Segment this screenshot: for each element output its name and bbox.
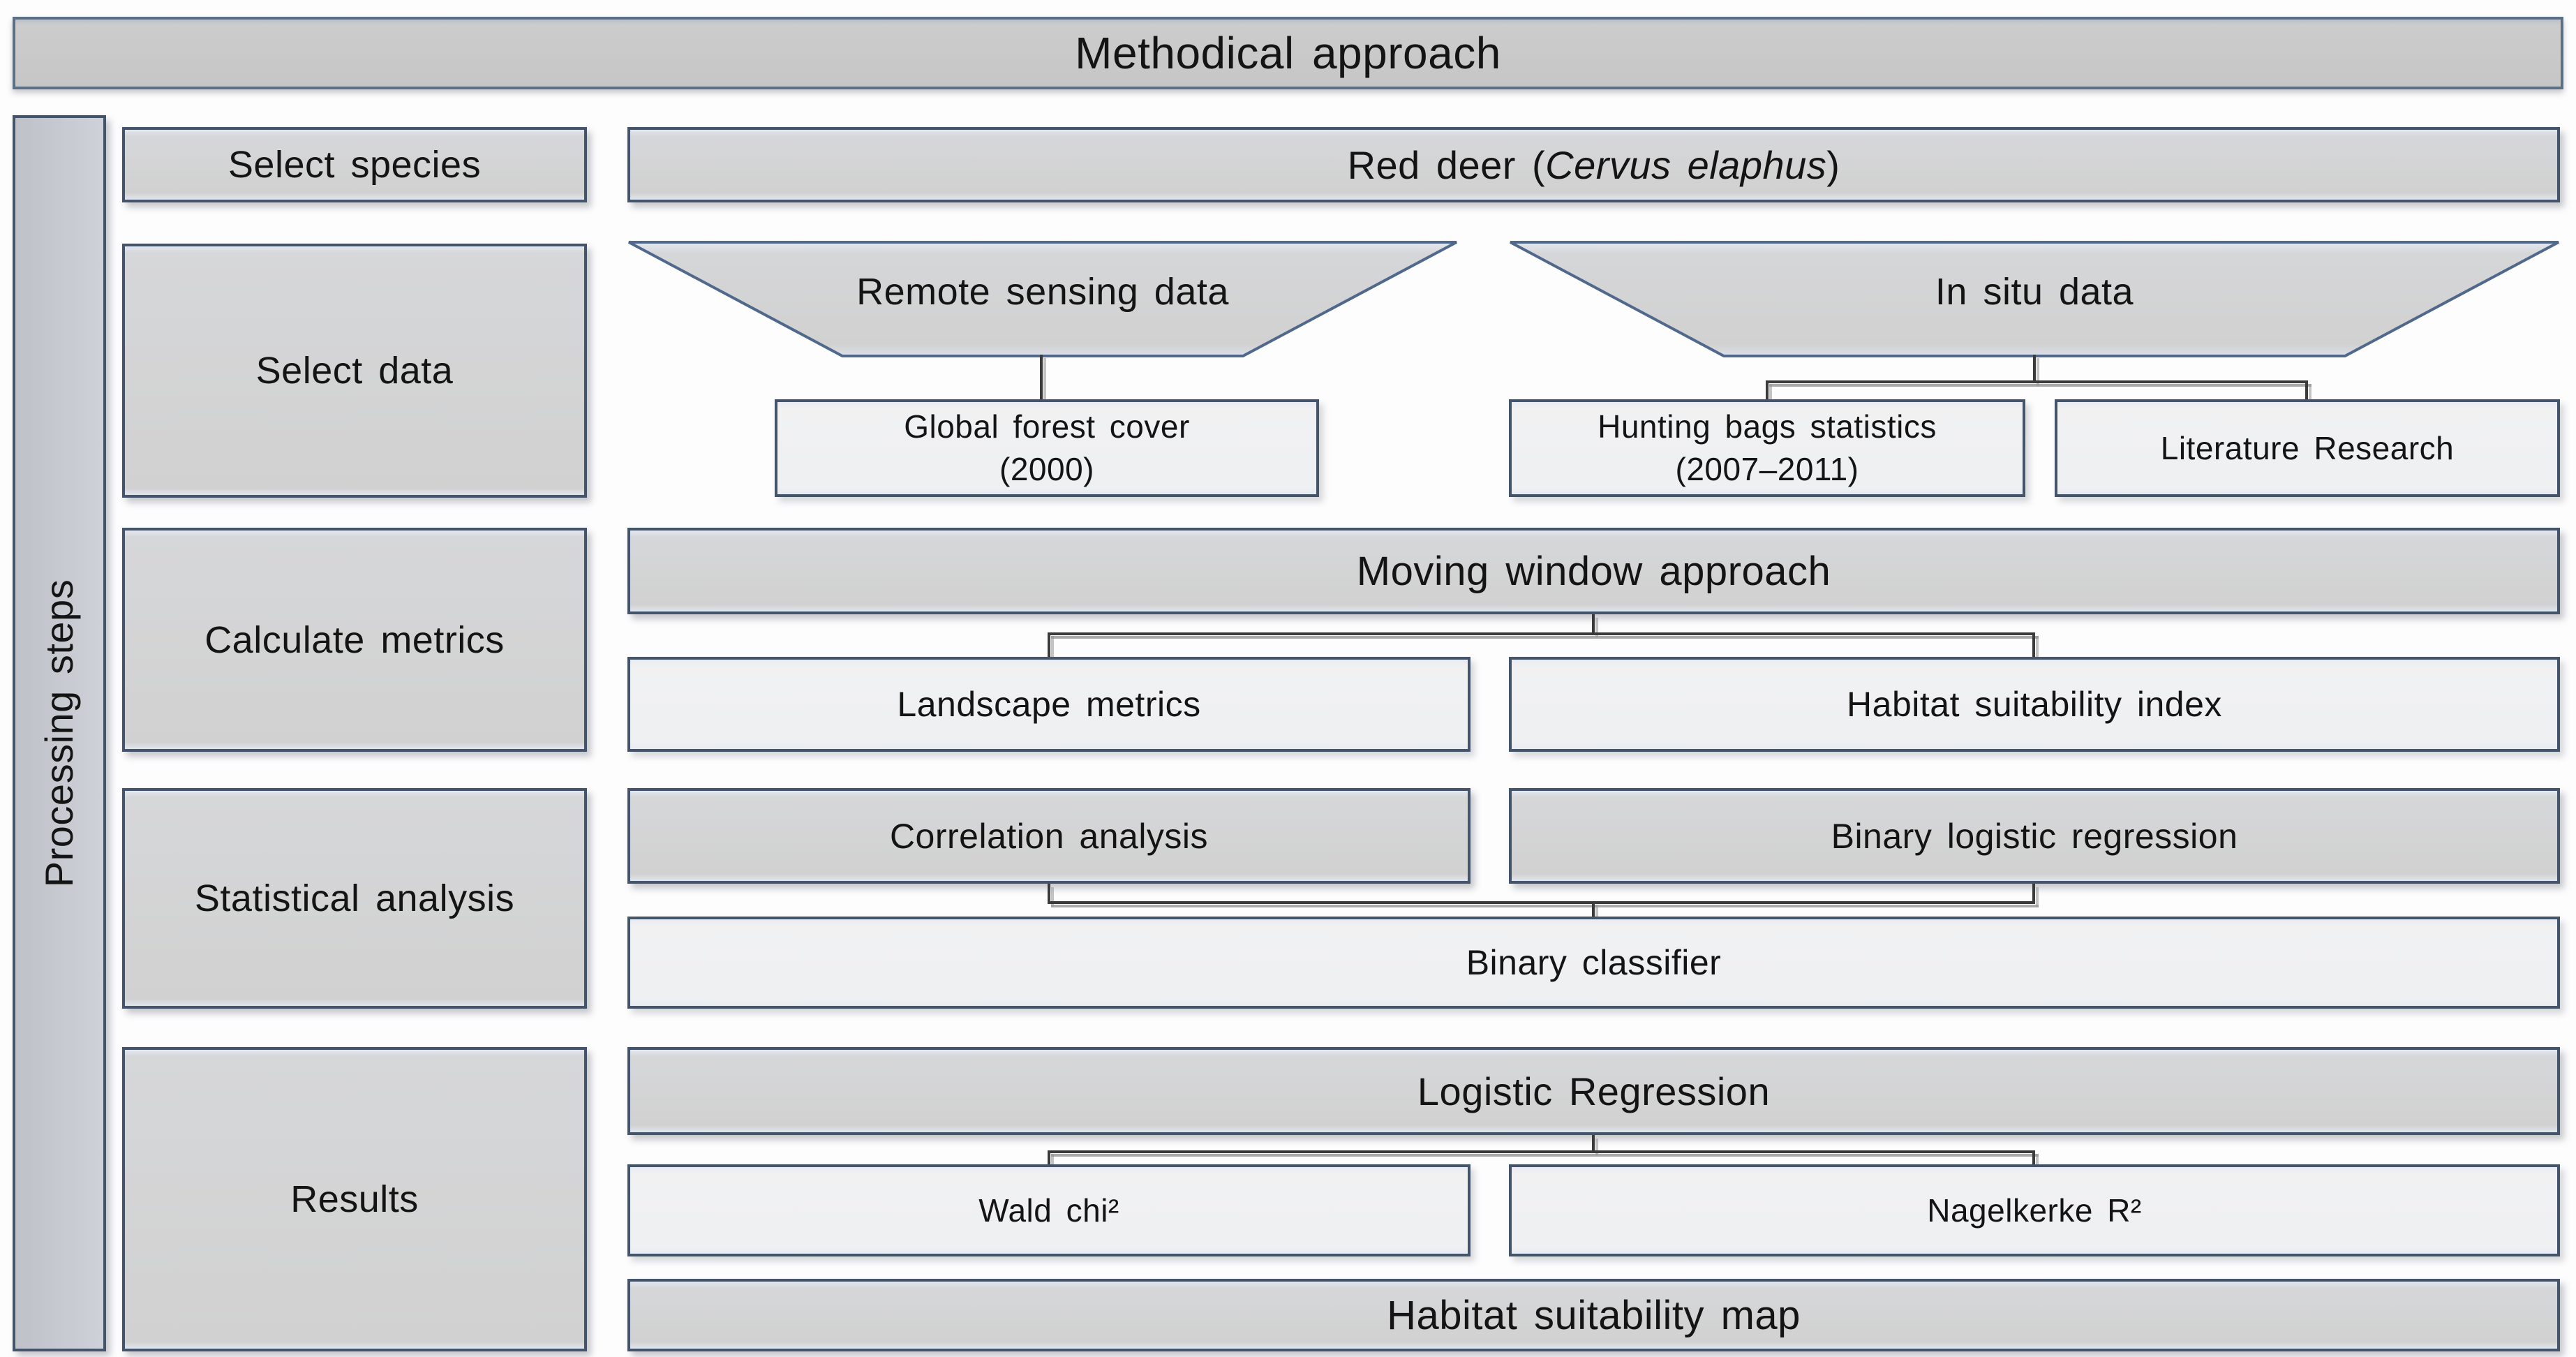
processing-steps-sidebar: Processing steps bbox=[13, 115, 106, 1351]
binary-classifier-box: Binary classifier bbox=[627, 917, 2560, 1009]
diagram-title: Methodical approach bbox=[13, 17, 2563, 89]
global-forest-cover-line1: Global forest cover bbox=[904, 408, 1190, 445]
connector-lr-right-drop bbox=[2032, 1150, 2035, 1166]
step-select-species: Select species bbox=[122, 127, 587, 202]
species-text-prefix: Red deer ( bbox=[1347, 142, 1546, 187]
remote-sensing-trapezoid-shape bbox=[628, 241, 1457, 357]
connector-insitu-right-drop bbox=[2305, 380, 2308, 401]
connector-merge-stub bbox=[1592, 901, 1595, 919]
connector-remote-to-forest bbox=[1040, 355, 1043, 399]
step-select-data: Select data bbox=[122, 244, 587, 498]
step-results: Results bbox=[122, 1047, 587, 1351]
connector-corr-drop bbox=[1048, 884, 1050, 903]
connector-insitu-left-drop bbox=[1766, 380, 1769, 401]
connector-mw-left-drop bbox=[1048, 632, 1050, 657]
binary-logistic-regression-box: Binary logistic regression bbox=[1509, 788, 2560, 884]
step-statistical-analysis: Statistical analysis bbox=[122, 788, 587, 1009]
connector-merge-bar bbox=[1048, 901, 2035, 904]
species-bar: Red deer (Cervus elaphus) bbox=[627, 127, 2560, 202]
landscape-metrics-box: Landscape metrics bbox=[627, 657, 1471, 752]
literature-research-box: Literature Research bbox=[2055, 399, 2560, 497]
nagelkerke-r2-box: Nagelkerke R² bbox=[1509, 1164, 2560, 1256]
logistic-regression-bar: Logistic Regression bbox=[627, 1047, 2560, 1135]
connector-lr-stub bbox=[1592, 1135, 1595, 1152]
processing-steps-label: Processing steps bbox=[37, 579, 82, 888]
connector-insitu-stub bbox=[2033, 355, 2036, 383]
connector-lr-split-bar bbox=[1048, 1150, 2035, 1153]
connector-mw-stub bbox=[1592, 614, 1595, 634]
hunting-bags-line1: Hunting bags statistics bbox=[1598, 408, 1937, 445]
connector-mw-split-bar bbox=[1048, 632, 2035, 635]
in-situ-trapezoid: In situ data bbox=[1935, 271, 2134, 313]
connector-mw-right-drop bbox=[2032, 632, 2035, 657]
habitat-suitability-index-box: Habitat suitability index bbox=[1509, 657, 2560, 752]
global-forest-cover-box: Global forest cover (2000) bbox=[775, 399, 1319, 497]
connector-lr-left-drop bbox=[1048, 1150, 1050, 1166]
global-forest-cover-line2: (2000) bbox=[999, 451, 1094, 487]
moving-window-bar: Moving window approach bbox=[627, 528, 2560, 614]
hunting-bags-box: Hunting bags statistics (2007–2011) bbox=[1509, 399, 2025, 497]
connector-blr-drop bbox=[2032, 884, 2035, 903]
habitat-suitability-map-bar: Habitat suitability map bbox=[627, 1279, 2560, 1351]
connector-insitu-split-bar bbox=[1766, 380, 2308, 383]
in-situ-trapezoid-shape bbox=[1510, 241, 2559, 357]
hunting-bags-line2: (2007–2011) bbox=[1675, 451, 1859, 487]
species-text-suffix: ) bbox=[1826, 142, 1840, 187]
step-calculate-metrics: Calculate metrics bbox=[122, 528, 587, 752]
wald-chi2-box: Wald chi² bbox=[627, 1164, 1471, 1256]
remote-sensing-trapezoid: Remote sensing data bbox=[856, 271, 1229, 313]
species-latin-name: Cervus elaphus bbox=[1545, 142, 1827, 187]
correlation-analysis-box: Correlation analysis bbox=[627, 788, 1471, 884]
